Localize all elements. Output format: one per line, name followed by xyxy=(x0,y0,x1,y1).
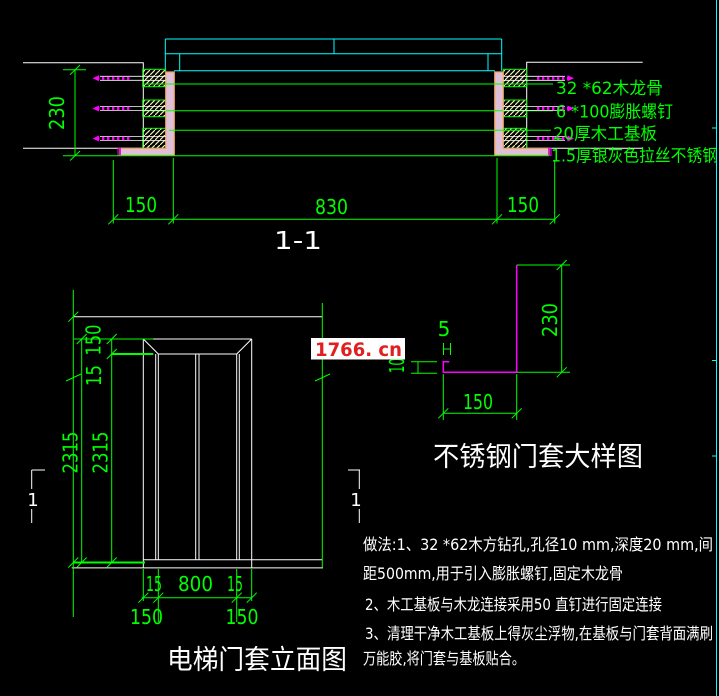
marker-left-label: 1 xyxy=(27,490,38,511)
note-line-4: 3、清理干净木工基板上得灰尘浮物,在基板与门套背面满刷 xyxy=(365,624,713,643)
dim-230-text: 230 xyxy=(45,96,69,130)
leader-lines xyxy=(63,83,553,157)
viewport-right-edge xyxy=(712,0,717,696)
note-line-1: 做法:1、32 *62木方钻孔,孔径10 mm,深度20 mm,间 xyxy=(363,535,713,554)
section-label: 1-1 xyxy=(274,226,322,255)
notes-block: 做法:1、32 *62木方钻孔,孔径10 mm,深度20 mm,间 距500mm… xyxy=(363,535,713,668)
elevation-dim-texts: 150 15 2315 2315 xyxy=(59,325,113,474)
note-line-2: 距500mm,用于引入膨胀螺钉,固定木龙骨 xyxy=(363,564,623,583)
annotation-steel: 1.5厚银灰色拉丝不锈钢 xyxy=(551,147,718,167)
note-line-3: 2、木工基板与木龙连接采用50 直钉进行固定连接 xyxy=(365,595,662,614)
dim-150-bl: 150 xyxy=(130,605,163,629)
dim-5-detail: 5 xyxy=(438,317,451,341)
elevation-title: 电梯门套立面图 xyxy=(167,645,347,676)
watermark: 1766. cn xyxy=(311,338,405,361)
wood-keel-blocks xyxy=(142,68,528,149)
detail-title: 不锈钢门套大样图 xyxy=(433,442,643,473)
detail-dim-lines xyxy=(411,259,570,420)
dim-230-detail: 230 xyxy=(538,303,562,337)
dim-230-left: 230 xyxy=(45,64,86,161)
dim-150-detail: 150 xyxy=(463,390,493,414)
dim-800: 800 xyxy=(178,572,213,596)
dim-150-br: 150 xyxy=(226,605,259,629)
steel-profile-detail xyxy=(442,265,518,374)
section-marker-right: 1 xyxy=(348,469,362,523)
dim-150-left: 150 xyxy=(125,193,157,217)
section-marker-left: 1 xyxy=(27,469,45,523)
dim-2315-inner: 2315 xyxy=(89,432,113,474)
elevation-view: 150 15 2315 2315 15 800 15 150 150 xyxy=(27,290,362,676)
elevation-ext-lines xyxy=(73,353,154,564)
dim-2315-outer: 2315 xyxy=(59,432,83,474)
detail-view: 230 150 5 10 不锈钢门套大样图 xyxy=(385,259,643,473)
annotation-screw: 6 *100膨胀螺钉 xyxy=(556,103,673,123)
section-view: 230 150 830 150 1-1 32 *62木龙骨 6 *100膨胀螺钉 xyxy=(23,38,718,255)
marker-right-label: 1 xyxy=(350,490,361,511)
watermark-background xyxy=(311,338,405,360)
dim-150-top: 150 xyxy=(82,325,106,356)
lintel-outline xyxy=(164,38,503,72)
section-annotations: 32 *62木龙骨 6 *100膨胀螺钉 20厚木工基板 1.5厚银灰色拉丝不锈… xyxy=(551,79,718,167)
dim-15-bl: 15 xyxy=(146,572,162,596)
dim-row-bottom: 150 830 150 xyxy=(107,158,561,225)
elevation-lines xyxy=(71,316,323,569)
dim-830: 830 xyxy=(315,195,348,219)
expansion-screws xyxy=(92,75,574,142)
annotation-board: 20厚木工基板 xyxy=(553,125,657,145)
note-line-5: 万能胶,将门套与基板贴合。 xyxy=(363,649,525,668)
watermark-text: 1766. cn xyxy=(315,339,402,361)
dim-15-br: 15 xyxy=(227,572,243,596)
dim-150-right: 150 xyxy=(507,193,539,217)
elevation-bottom-dims: 15 800 15 150 150 xyxy=(130,569,259,629)
dim-15-top: 15 xyxy=(82,365,106,386)
dim-10-detail: 10 xyxy=(385,358,409,373)
annotation-keel: 32 *62木龙骨 xyxy=(556,79,663,99)
